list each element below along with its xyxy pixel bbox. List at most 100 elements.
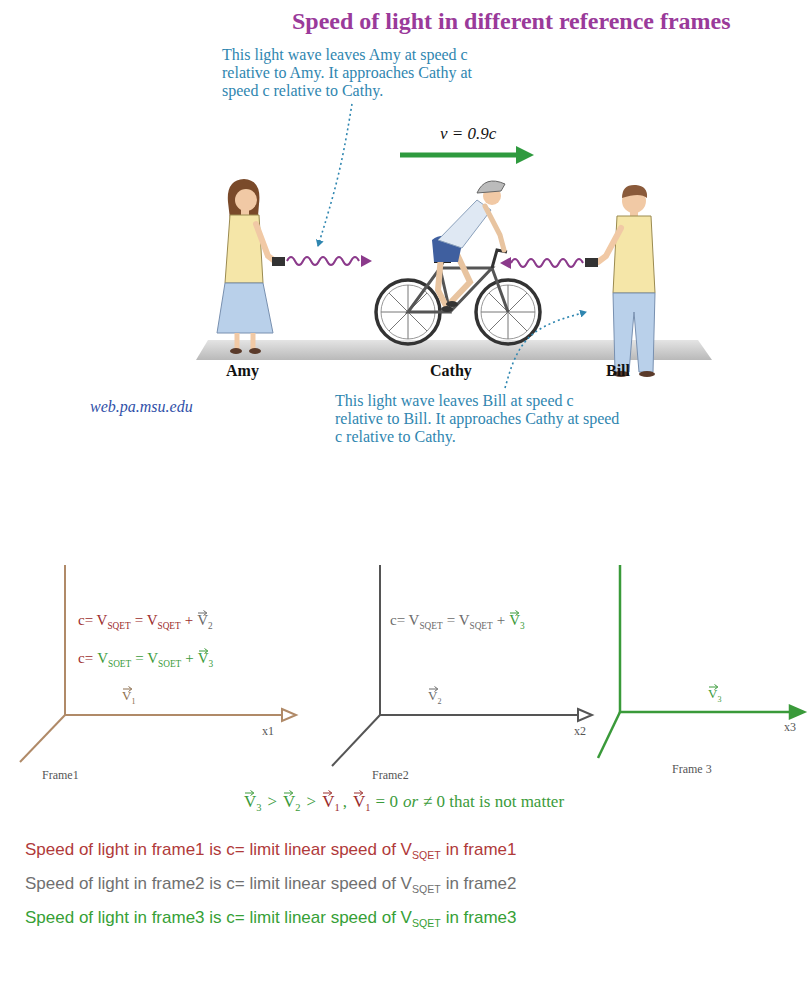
vector-arrow [354,790,364,796]
inequality-text: > [307,792,317,811]
velocity-label: v = 0.9c [440,124,496,144]
frame-axes [598,565,804,758]
person-name: Cathy [430,362,472,380]
velocity-arrow [400,146,534,164]
vector-arrow [354,791,363,796]
vector-label-row: V1 [122,688,135,706]
callout-text: This light wave leaves Bill at speed c r… [335,392,625,446]
equation-text: c= V [78,612,107,628]
equation-text: = V [135,650,158,666]
subscript: 3 [209,659,214,669]
subscript: 2 [437,697,441,706]
vector-label-text: V [122,688,131,703]
vector-label-row: V3 [708,686,721,704]
leader-arrow [318,104,352,246]
frame-label: Frame1 [42,768,79,783]
vector-arrow [709,684,719,690]
equation-text: + [185,612,193,628]
source-credit: web.pa.msu.edu [90,398,193,416]
inequality-text: V [353,792,365,811]
axis-label: x2 [574,724,586,739]
statement-text: Speed of light in frame2 is c= limit lin… [25,874,412,893]
statement-row: Speed of light in frame1 is c= limit lin… [25,840,517,861]
vector-arrow [198,610,208,616]
subscript: SQET [419,621,442,631]
vector-label-text: V [708,686,717,701]
inequality-text: = 0 [376,792,398,811]
subscript: 1 [334,802,339,813]
title: Speed of light in different reference fr… [292,8,731,35]
vector-arrow [510,611,519,616]
axis-label: x1 [262,724,274,739]
frame-label: Frame2 [372,768,409,783]
callout-text: This light wave leaves Amy at speed c re… [222,46,507,100]
cathy-bicycle [376,181,540,344]
statement-text: Speed of light in frame3 is c= limit lin… [25,908,412,927]
equation-text: c= [78,650,93,666]
inequality-text: V [244,792,256,811]
subscript: SOET [158,659,181,669]
subscript: SQET [157,621,180,631]
subscript: 3 [717,695,721,704]
subscript: 2 [295,802,300,813]
vector-arrow [510,610,520,616]
equation-row: c= VSQET= VSQET+V2 [78,612,213,631]
ground [196,340,712,360]
subscript: SQET [469,621,492,631]
inequality-text: V [283,792,295,811]
equation-row: c=VSOET= VSOET+V3 [78,650,213,669]
vector-label-row: V2 [428,688,441,706]
inequality-text: ≠ 0 that is not matter [423,792,564,811]
vector-arrow [199,649,208,654]
vector-label-text: V [428,688,437,703]
inequality-text: or [403,792,418,811]
leader-arrow [505,312,586,388]
vector-arrow [123,686,133,692]
subscript: 2 [208,621,213,631]
vector-arrow [323,791,332,796]
equation-text: = V [135,612,158,628]
frame-label: Frame 3 [672,762,712,777]
amy-figure [217,179,285,354]
vector-arrow [245,791,254,796]
vector-arrow [123,687,132,692]
vector-arrow [245,790,255,796]
subscript: 3 [256,802,261,813]
vector-arrow [199,648,209,654]
inequality-text: V [322,792,334,811]
vector-arrow [323,790,333,796]
frame-axes [332,565,592,766]
light-wave [287,255,372,267]
vector-arrow [429,686,439,692]
equation-text: c= V [390,612,419,628]
axis-label: x3 [784,720,796,735]
subscript: SOET [108,659,131,669]
subscript: SQET [412,917,441,929]
frame-axes [20,565,296,762]
bill-figure [585,185,655,377]
equation-text: V [198,650,209,666]
person-name: Amy [226,362,259,380]
subscript: 3 [520,621,525,631]
statement-text: Speed of light in frame1 is c= limit lin… [25,840,412,859]
light-wave [500,257,583,269]
vector-arrow [709,685,718,690]
equation-text: V [509,612,520,628]
vector-arrow [284,790,294,796]
subscript: 1 [131,697,135,706]
equation-text: V [97,650,108,666]
statement-text: in frame1 [446,840,517,859]
equation-text: + [497,612,505,628]
subscript: 1 [365,802,370,813]
inequality-text: , [343,792,347,811]
equation-text: + [185,650,193,666]
subscript: SQET [412,883,441,895]
statement-row: Speed of light in frame2 is c= limit lin… [25,874,517,895]
subscript: SQET [412,849,441,861]
inequality-row: V3>V2>V1,V1= 0or≠ 0 that is not matter [244,792,564,813]
vector-arrow [284,791,293,796]
equation-text: V [197,612,208,628]
person-name: Bill [606,362,630,380]
